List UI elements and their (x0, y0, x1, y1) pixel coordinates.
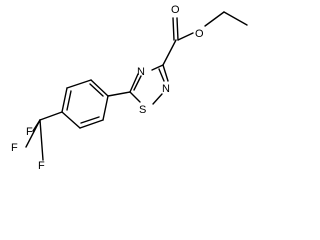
atom-fluorine-left: F (11, 142, 18, 154)
bond-c5-phenyl (107, 91, 131, 97)
bond-c5-n4 (129, 73, 139, 93)
atom-fluorine-upper: F (26, 126, 33, 138)
bond-ethyl-ch3-ch2 (223, 11, 248, 26)
bond-phenyl-3-inner (66, 90, 72, 111)
bond-c3-n4 (151, 64, 164, 71)
bond-c-f-left (25, 119, 41, 148)
bond-phenyl-2 (66, 79, 92, 89)
bond-carbonyl-ring-c3 (162, 39, 177, 66)
atom-sulfur-1: S (139, 104, 146, 116)
bond-s1-c5 (129, 91, 141, 103)
bond-phenyl-1-inner (89, 83, 104, 97)
bond-phenyl-3 (61, 87, 68, 113)
atom-oxygen-carbonyl: O (171, 4, 180, 16)
atom-nitrogen-2: N (162, 83, 170, 95)
bond-ethyl-ch2-oxygen (204, 11, 225, 27)
bond-phenyl-6 (102, 95, 109, 121)
atom-labels: O O N N S F F F (11, 4, 204, 172)
bond-c5-n4-inner (133, 75, 142, 91)
bond-c3-n2-inner (158, 68, 165, 82)
bonds (25, 11, 248, 161)
bond-carbonyl-double-b (172, 17, 175, 41)
atom-nitrogen-4: N (137, 66, 145, 78)
bond-phenyl-cf3 (39, 111, 63, 121)
bond-c-f-lower (39, 119, 44, 161)
chemical-structure: O O N N S F F F (11, 4, 248, 172)
bond-phenyl-1 (90, 79, 109, 97)
bond-c3-n2 (162, 64, 169, 82)
bond-phenyl-5-inner (80, 116, 100, 124)
atom-fluorine-lower: F (38, 160, 45, 172)
bond-phenyl-4 (61, 111, 81, 129)
bond-n2-s1 (152, 93, 163, 105)
bond-phenyl-5 (79, 119, 104, 129)
bond-oxygen-carbonyl-carbon (177, 32, 194, 41)
bond-carbonyl-double-a (176, 17, 179, 41)
atom-oxygen-ester: O (195, 28, 204, 40)
